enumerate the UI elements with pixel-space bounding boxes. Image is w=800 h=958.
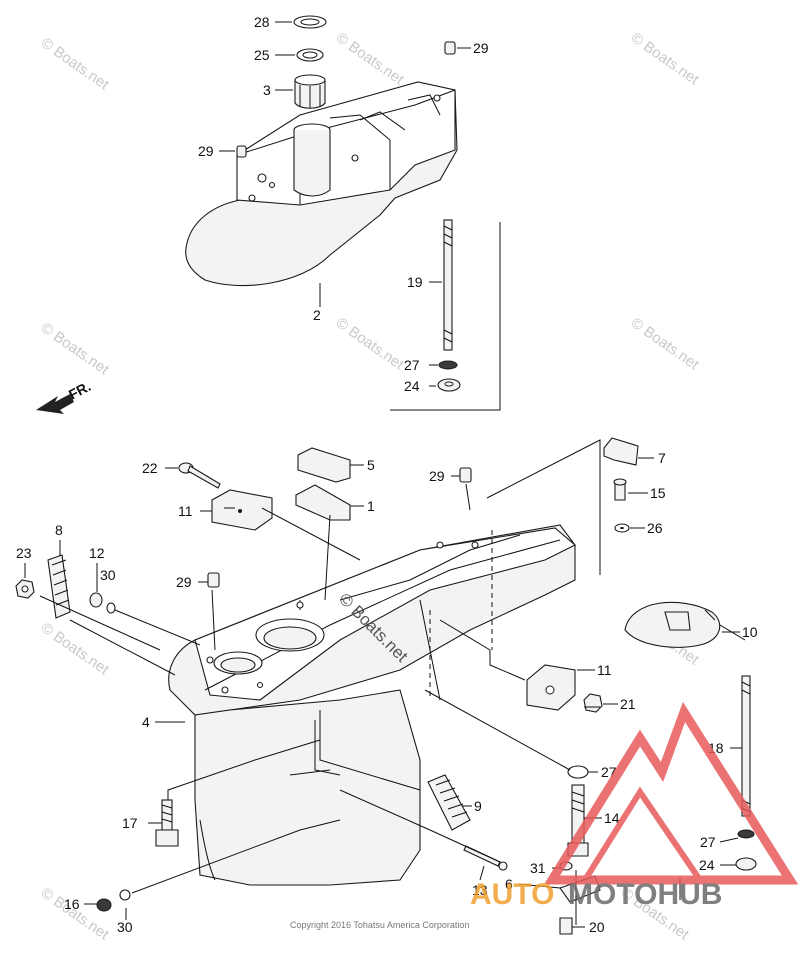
part-26-washer [614,523,630,533]
part-27-washer [438,360,458,370]
callout-7: 7 [658,450,666,466]
callout-19: 19 [407,274,423,290]
callout-29: 29 [198,143,214,159]
callout-leaders [24,21,742,928]
part-13-screw [463,845,508,871]
callout-14: 14 [604,810,620,826]
logo-text-auto: AUTO [470,878,554,911]
callout-29: 29 [429,468,445,484]
callout-31: 31 [530,860,546,876]
part-28-snap-ring [293,15,327,29]
callout-2: 2 [313,307,321,323]
watermark: © Boats.net [38,884,113,943]
part-3-bushing [294,74,326,109]
copyright-text: Copyright 2016 Tohatsu America Corporati… [290,920,469,930]
callout-13: 13 [472,882,488,898]
callout-5: 5 [367,457,375,473]
callout-12: 12 [89,545,105,561]
part-21-nut [583,693,603,713]
callout-23: 23 [16,545,32,561]
part-20-bolt [559,917,573,935]
callout-numbers: 28 25 3 29 29 19 2 27 24 22 5 29 7 11 1 … [16,14,758,935]
callout-4: 4 [142,714,150,730]
part-29-dowel-pin [207,467,472,588]
part-4-gear-case [168,524,576,886]
callout-8: 8 [55,522,63,538]
callout-29: 29 [473,40,489,56]
callout-1: 1 [367,498,375,514]
callout-30: 30 [117,919,133,935]
part-22-bolt [178,462,221,489]
part-2-upper-casing [185,81,458,287]
callout-27: 27 [700,834,716,850]
logo-text-motohub: MOTOHUB [568,878,722,911]
callout-29: 29 [176,574,192,590]
front-arrow-icon: FR. [36,378,93,414]
callout-11: 11 [597,662,612,678]
part-11-anode-block [526,664,576,711]
watermark: © Boats.net [333,314,408,373]
callout-9: 9 [474,798,482,814]
part-24-nut [437,378,461,392]
callout-26: 26 [647,520,663,536]
part-27-washer [567,765,589,779]
callout-10: 10 [742,624,758,640]
callout-24: 24 [699,857,715,873]
part-29-dowel-pin [236,41,456,158]
callout-16: 16 [64,896,80,912]
watermark: © Boats.net [38,319,113,378]
part-8-plate [47,554,71,619]
part-10-anode-disc [624,601,721,648]
watermark: © Boats.net [628,29,703,88]
part-15-bolt [613,478,627,501]
part-9-water-screen [427,774,471,831]
automotohub-logo: AUTO MOTOHUB [470,701,799,911]
callout-30: 30 [100,567,116,583]
callout-17: 17 [122,815,138,831]
callout-20: 20 [589,919,605,935]
part-25-washer [296,48,324,62]
callout-24: 24 [404,378,420,394]
watermark: © Boats.net [38,619,113,678]
part-27-washer [737,829,755,839]
watermark: © Boats.net [628,314,703,373]
part-11-anode-block [211,489,273,531]
callout-3: 3 [263,82,271,98]
part-19-stud-bolt [443,219,453,351]
callout-27: 27 [404,357,420,373]
watermark: © Boats.net [38,34,113,93]
assembly-lines [39,439,746,925]
leader-line [390,222,501,411]
part-24-nut [735,857,757,871]
part-12-plug [89,592,103,608]
callout-28: 28 [254,14,270,30]
part-23-nut [15,579,35,599]
part-18-stud-bolt [741,675,751,817]
part-30-washer [106,602,116,614]
callout-15: 15 [650,485,666,501]
callout-25: 25 [254,47,270,63]
part-7-cover [603,437,639,466]
part-17-bolt [155,799,179,847]
watermark: © Boats.net [333,29,408,88]
part-30-washer [119,889,131,901]
part-5-block [297,447,351,483]
callout-22: 22 [142,460,158,476]
callout-6: 6 [505,876,513,892]
part-1-plate [295,484,351,521]
part-16-plug [96,898,112,912]
callout-11: 11 [178,503,193,519]
callout-21: 21 [620,696,636,712]
